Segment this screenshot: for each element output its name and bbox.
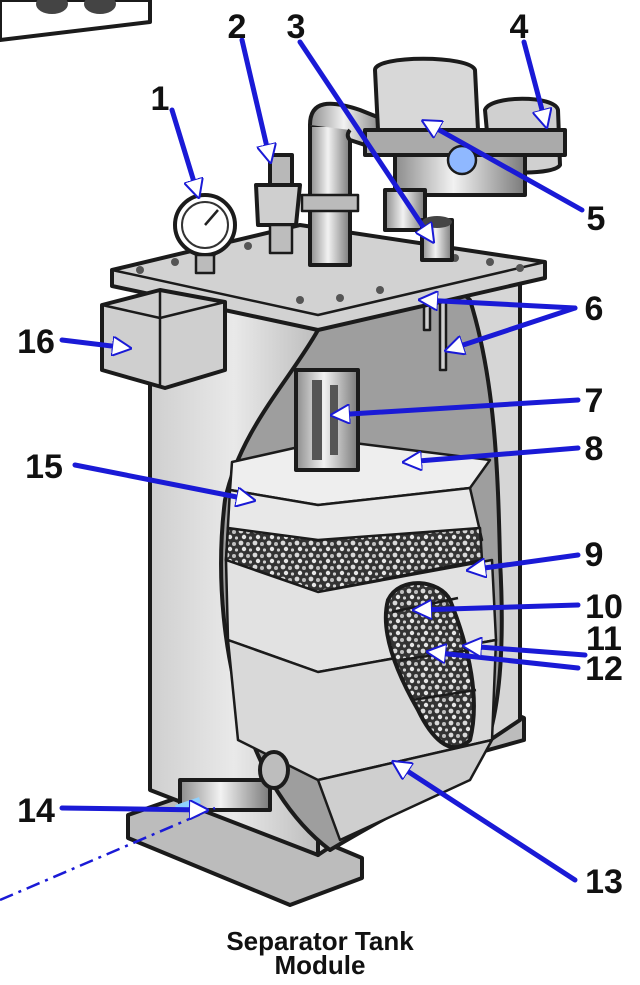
callout-16: 16: [17, 323, 55, 361]
diagram-title-line2: Module: [274, 950, 366, 980]
callout-8: 8: [585, 430, 604, 468]
callout-7: 7: [585, 382, 604, 420]
callout-5: 5: [587, 200, 606, 238]
outlet-pipe: [420, 216, 454, 262]
relief-valve: [254, 153, 302, 255]
side-duct: [100, 288, 227, 390]
callout-12-label: 12: [585, 650, 623, 688]
callout-13: 13: [585, 863, 623, 901]
drain-flow-line: [0, 806, 216, 902]
panel-fragment: [0, 0, 152, 42]
callout-3: 3: [287, 8, 306, 46]
callout-15: 15: [25, 448, 63, 486]
callout-4: 4: [510, 8, 529, 46]
callout-numbers: 1 2 3 4 5 6 7 8 9 10 11 12 13 14 15 16 1…: [17, 8, 623, 901]
callout-14: 14: [17, 792, 55, 830]
callout-9: 9: [585, 536, 604, 574]
pressure-gauge: [173, 193, 237, 275]
diagram-title-line1: Separator Tank: [226, 926, 414, 956]
callout-11: 11: [586, 620, 622, 658]
callout-10: 10: [585, 588, 623, 626]
callout-2: 2: [228, 8, 247, 46]
callout-1: 1: [151, 80, 170, 118]
callout-leaders: [59, 37, 588, 883]
callout-6: 6: [585, 290, 604, 328]
pump-assembly: [363, 56, 567, 232]
